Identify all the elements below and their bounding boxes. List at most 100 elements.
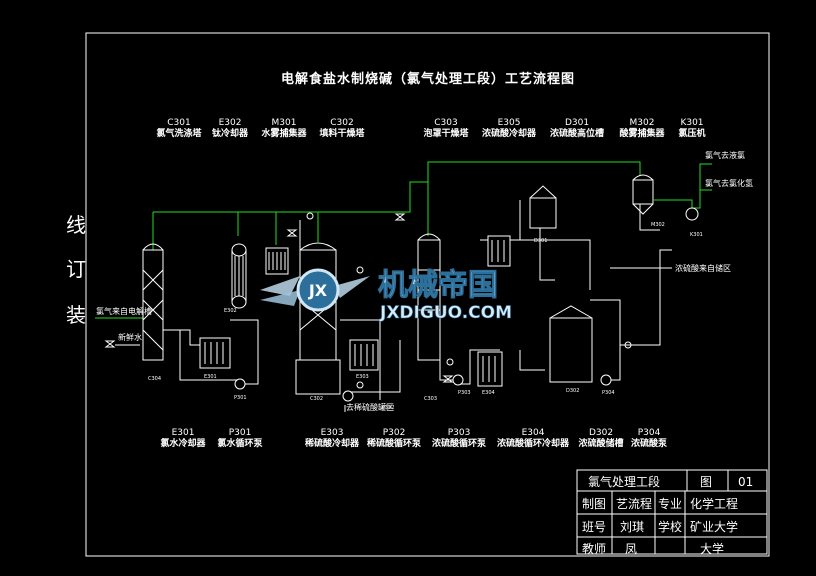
svg-text:浓硫酸储槽: 浓硫酸储槽 xyxy=(578,437,623,449)
svg-text:D302: D302 xyxy=(589,428,613,438)
side-label-2: 订 xyxy=(66,257,86,281)
svg-text:钛冷却器: 钛冷却器 xyxy=(212,127,249,139)
gear-icon xyxy=(296,268,340,312)
legend-top-left: C301 氯气洗涤塔 E302 钛冷却器 M301 水雾捕集器 C302 填料干… xyxy=(156,118,365,139)
watermark-logo: JX 机械帝国 JXDIGUO.COM xyxy=(260,268,512,323)
svg-text:M302: M302 xyxy=(651,222,665,228)
cooler-e303: E303 xyxy=(349,339,379,380)
svg-text:C303: C303 xyxy=(434,118,457,128)
tower-c302: C302 xyxy=(295,242,341,402)
svg-text:矿业大学: 矿业大学 xyxy=(690,519,738,534)
svg-text:班号: 班号 xyxy=(582,520,606,534)
svg-text:稀硫酸冷却器: 稀硫酸冷却器 xyxy=(305,437,360,449)
svg-text:酸雾捕集器: 酸雾捕集器 xyxy=(619,127,665,139)
svg-text:氯压机: 氯压机 xyxy=(678,127,705,139)
svg-text:水雾捕集器: 水雾捕集器 xyxy=(261,127,307,139)
pump-p304: P304 xyxy=(600,374,615,396)
svg-text:C304: C304 xyxy=(148,376,161,382)
svg-text:E304: E304 xyxy=(482,390,495,396)
svg-text:JX: JX xyxy=(308,281,328,300)
svg-text:化学工程: 化学工程 xyxy=(690,496,738,511)
svg-text:E302: E302 xyxy=(224,308,237,314)
svg-text:P304: P304 xyxy=(602,390,615,396)
svg-text:稀硫酸循环泵: 稀硫酸循环泵 xyxy=(367,437,422,449)
svg-text:大学: 大学 xyxy=(700,541,724,556)
pump-p303: P303 xyxy=(452,374,471,396)
svg-text:专业: 专业 xyxy=(658,496,682,511)
title-block: 氯气处理工段 图 01 制图 艺流程 专业 化学工程 班号 刘琪 学校 矿业大学… xyxy=(576,469,768,556)
svg-text:E303: E303 xyxy=(321,428,344,438)
svg-text:泡罩干燥塔: 泡罩干燥塔 xyxy=(423,127,469,139)
svg-text:浓硫酸冷却器: 浓硫酸冷却器 xyxy=(482,127,537,139)
stream-chlorine-in: 氯气来自电解槽 xyxy=(96,306,152,316)
stream-spent-acid-out: 去稀硫酸罐区 xyxy=(346,402,394,412)
svg-text:E305: E305 xyxy=(498,118,521,128)
svg-text:氯水循环泵: 氯水循环泵 xyxy=(217,437,263,449)
separator-m301 xyxy=(265,247,289,275)
svg-text:D301: D301 xyxy=(565,118,589,128)
svg-text:M302: M302 xyxy=(630,118,655,128)
title-block-number: 01 xyxy=(738,475,753,489)
tank-d302: D302 xyxy=(549,305,593,394)
svg-text:浓硫酸泵: 浓硫酸泵 xyxy=(631,437,668,449)
svg-text:学校: 学校 xyxy=(658,519,682,534)
svg-text:浓硫酸循环泵: 浓硫酸循环泵 xyxy=(432,437,487,449)
svg-text:刘琪: 刘琪 xyxy=(620,520,644,534)
compressor-k301: K301 xyxy=(685,207,703,238)
stream-fresh-water: 新鲜水 xyxy=(118,332,142,342)
legend-bottom-left: E301 氯水冷却器 P301 氯水循环泵 xyxy=(160,428,263,449)
svg-text:教师: 教师 xyxy=(582,541,606,556)
svg-text:P301: P301 xyxy=(234,395,247,401)
svg-text:E302: E302 xyxy=(219,118,242,128)
tower-c303: C303 xyxy=(417,233,441,402)
svg-text:氯气洗涤塔: 氯气洗涤塔 xyxy=(156,127,202,139)
svg-text:D302: D302 xyxy=(566,388,579,394)
svg-text:E301: E301 xyxy=(172,428,195,438)
svg-text:P302: P302 xyxy=(383,428,406,438)
svg-text:C302: C302 xyxy=(330,118,353,128)
legend-bottom-right: E303 稀硫酸冷却器 P302 稀硫酸循环泵 P303 浓硫酸循环泵 E304… xyxy=(305,428,668,449)
svg-text:C302: C302 xyxy=(310,396,323,402)
svg-text:浓硫酸高位槽: 浓硫酸高位槽 xyxy=(550,127,604,139)
valves xyxy=(104,212,632,389)
svg-text:K301: K301 xyxy=(680,118,703,128)
svg-text:E303: E303 xyxy=(356,374,369,380)
side-label-1: 线 xyxy=(66,213,86,237)
svg-text:P303: P303 xyxy=(448,428,471,438)
svg-text:P304: P304 xyxy=(638,428,661,438)
svg-text:浓硫酸循环冷却器: 浓硫酸循环冷却器 xyxy=(497,437,570,449)
pump-p302: P302 xyxy=(342,390,395,411)
svg-text:C303: C303 xyxy=(424,396,437,402)
pump-p301: P301 xyxy=(234,378,247,401)
title-block-label: 图 xyxy=(700,475,712,489)
stream-to-hcl: 氯气去氯化氢 xyxy=(705,178,753,188)
svg-text:D301: D301 xyxy=(534,238,547,244)
watermark-main: 机械帝国 xyxy=(378,268,498,303)
svg-text:凤: 凤 xyxy=(625,542,637,556)
svg-text:艺流程: 艺流程 xyxy=(616,496,652,511)
legend-top-right: C303 泡罩干燥塔 E305 浓硫酸冷却器 D301 浓硫酸高位槽 M302 … xyxy=(423,118,705,139)
tower-c301: C304 xyxy=(142,243,164,382)
svg-text:E304: E304 xyxy=(522,428,545,438)
cooler-e301: E301 xyxy=(199,337,231,380)
svg-text:P302: P302 xyxy=(382,405,395,411)
title-block-name: 氯气处理工段 xyxy=(588,474,660,489)
svg-text:K301: K301 xyxy=(690,232,703,238)
tank-d301: D301 xyxy=(529,185,557,244)
liquid-lines xyxy=(115,200,672,412)
separator-m302: M302 xyxy=(632,174,665,228)
svg-text:E301: E301 xyxy=(204,374,217,380)
svg-text:M301: M301 xyxy=(272,118,297,128)
svg-text:填料干燥塔: 填料干燥塔 xyxy=(319,127,365,139)
cooler-e305 xyxy=(487,235,511,267)
stream-to-liquid-chlorine: 氯气去液氯 xyxy=(705,150,745,160)
page-title: 电解食盐水制烧碱（氯气处理工段）工艺流程图 xyxy=(281,71,575,87)
watermark-sub: JXDIGUO.COM xyxy=(379,303,512,323)
svg-text:氯水冷却器: 氯水冷却器 xyxy=(160,437,206,449)
cooler-e302: E302 xyxy=(224,243,247,314)
svg-text:制图: 制图 xyxy=(582,497,606,511)
svg-text:P303: P303 xyxy=(458,390,471,396)
side-label-3: 装 xyxy=(66,303,86,327)
cooler-e304: E304 xyxy=(477,351,503,396)
